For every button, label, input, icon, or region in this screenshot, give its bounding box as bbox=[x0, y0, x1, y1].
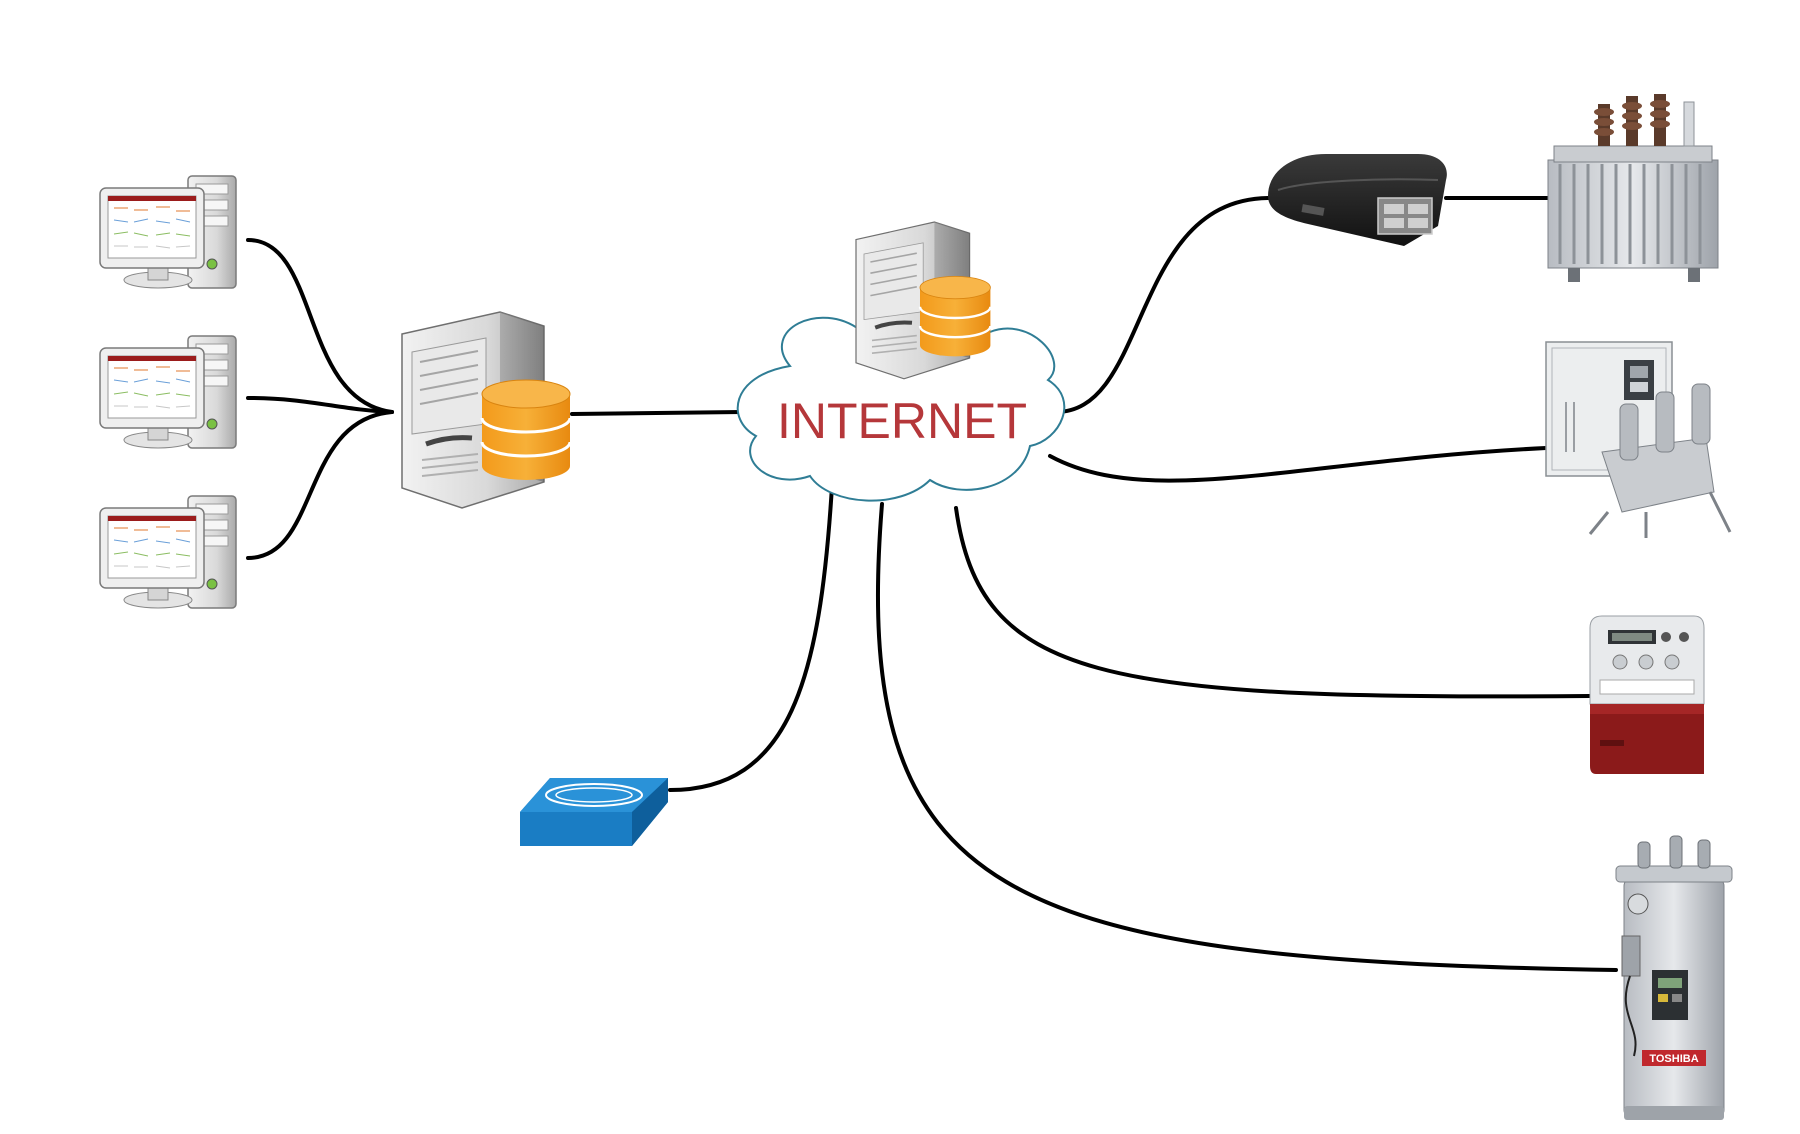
desktop-computer-icon bbox=[99, 495, 237, 609]
power-transformer[interactable] bbox=[1547, 94, 1719, 282]
brand-label: TOSHIBA bbox=[1649, 1053, 1698, 1065]
desktop-computer-icon bbox=[99, 335, 237, 449]
local-server[interactable] bbox=[402, 312, 570, 508]
database-server-icon bbox=[402, 312, 570, 508]
pole-transformer[interactable]: TOSHIBA bbox=[1615, 835, 1733, 1120]
network-switch[interactable] bbox=[520, 778, 668, 846]
cloud-server[interactable] bbox=[856, 222, 990, 379]
recloser-cabinet[interactable] bbox=[1545, 341, 1732, 538]
database-server-icon bbox=[856, 222, 990, 379]
link-client-2-server bbox=[246, 396, 394, 414]
power-transformer-icon bbox=[1547, 94, 1719, 282]
link-server-internet bbox=[570, 410, 744, 416]
energy-meter[interactable] bbox=[1589, 615, 1705, 774]
link-internet-gateway bbox=[1054, 196, 1270, 414]
link-internet-switch bbox=[668, 484, 834, 792]
link-internet-recloser bbox=[1048, 446, 1548, 483]
internet-cloud[interactable]: INTERNET bbox=[736, 305, 1066, 502]
cloud-label: INTERNET bbox=[777, 393, 1027, 449]
pole-transformer-icon: TOSHIBA bbox=[1615, 835, 1733, 1120]
energy-meter-icon bbox=[1589, 615, 1705, 774]
client-computer-1[interactable] bbox=[99, 175, 237, 289]
recloser-icon bbox=[1545, 341, 1732, 538]
link-internet-meter bbox=[954, 506, 1592, 699]
desktop-computer-icon bbox=[99, 175, 237, 289]
client-computer-3[interactable] bbox=[99, 495, 237, 609]
connection-lines bbox=[246, 196, 1618, 972]
link-internet-pole-transformer bbox=[875, 502, 1618, 972]
link-client-1-server bbox=[246, 238, 394, 414]
gateway-device[interactable] bbox=[1268, 154, 1447, 246]
client-computer-2[interactable] bbox=[99, 335, 237, 449]
link-client-3-server bbox=[246, 410, 394, 560]
